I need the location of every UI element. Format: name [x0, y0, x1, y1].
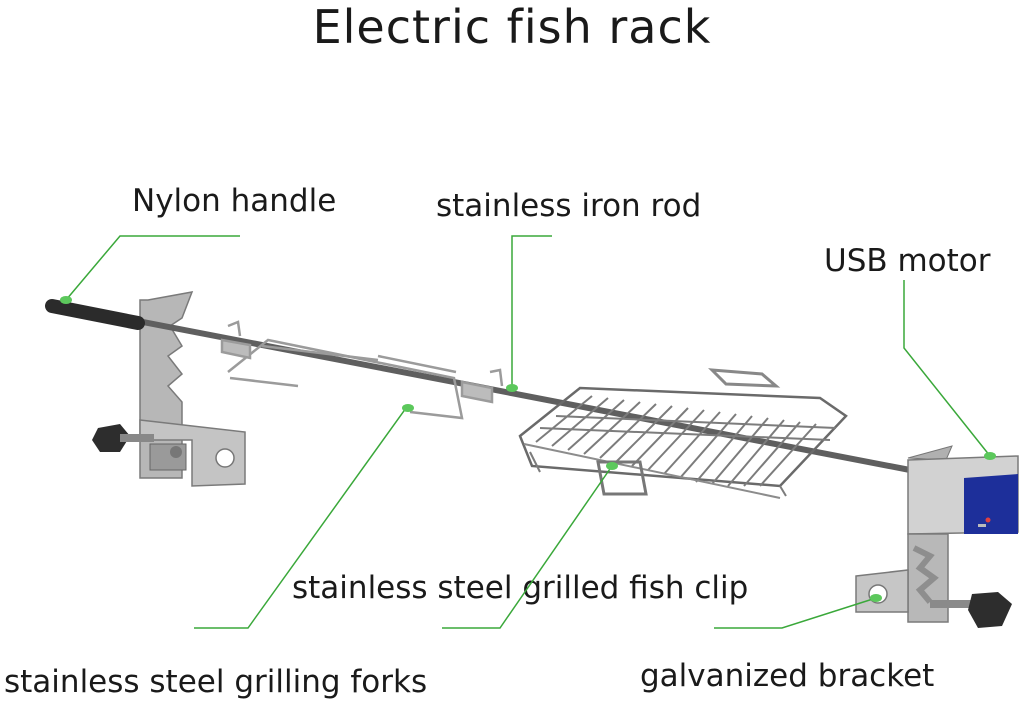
leader-nylon-handle	[65, 235, 240, 301]
usb-motor-assembly	[855, 445, 1019, 628]
leader-grilling-forks	[194, 407, 407, 629]
label-nylon-handle: Nylon handle	[132, 183, 337, 219]
leader-fish-clip	[442, 465, 613, 629]
grilling-forks	[220, 320, 504, 420]
right-bracket	[907, 533, 949, 623]
page-title: Electric fish rack	[312, 0, 712, 54]
label-usb-motor: USB motor	[824, 243, 991, 279]
fish-clip-basket	[518, 368, 848, 499]
nylon-handle	[45, 299, 145, 330]
leader-usb-motor	[903, 280, 991, 457]
leader-bracket	[714, 597, 877, 629]
left-bracket	[92, 291, 246, 487]
label-iron-rod: stainless iron rod	[436, 188, 702, 224]
label-grilling-forks: stainless steel grilling forks	[4, 664, 428, 700]
callout-dots	[60, 296, 996, 602]
usb-motor-panel	[964, 474, 1018, 534]
leader-lines	[65, 235, 991, 629]
leader-iron-rod	[511, 235, 552, 386]
label-bracket: galvanized bracket	[640, 658, 935, 694]
